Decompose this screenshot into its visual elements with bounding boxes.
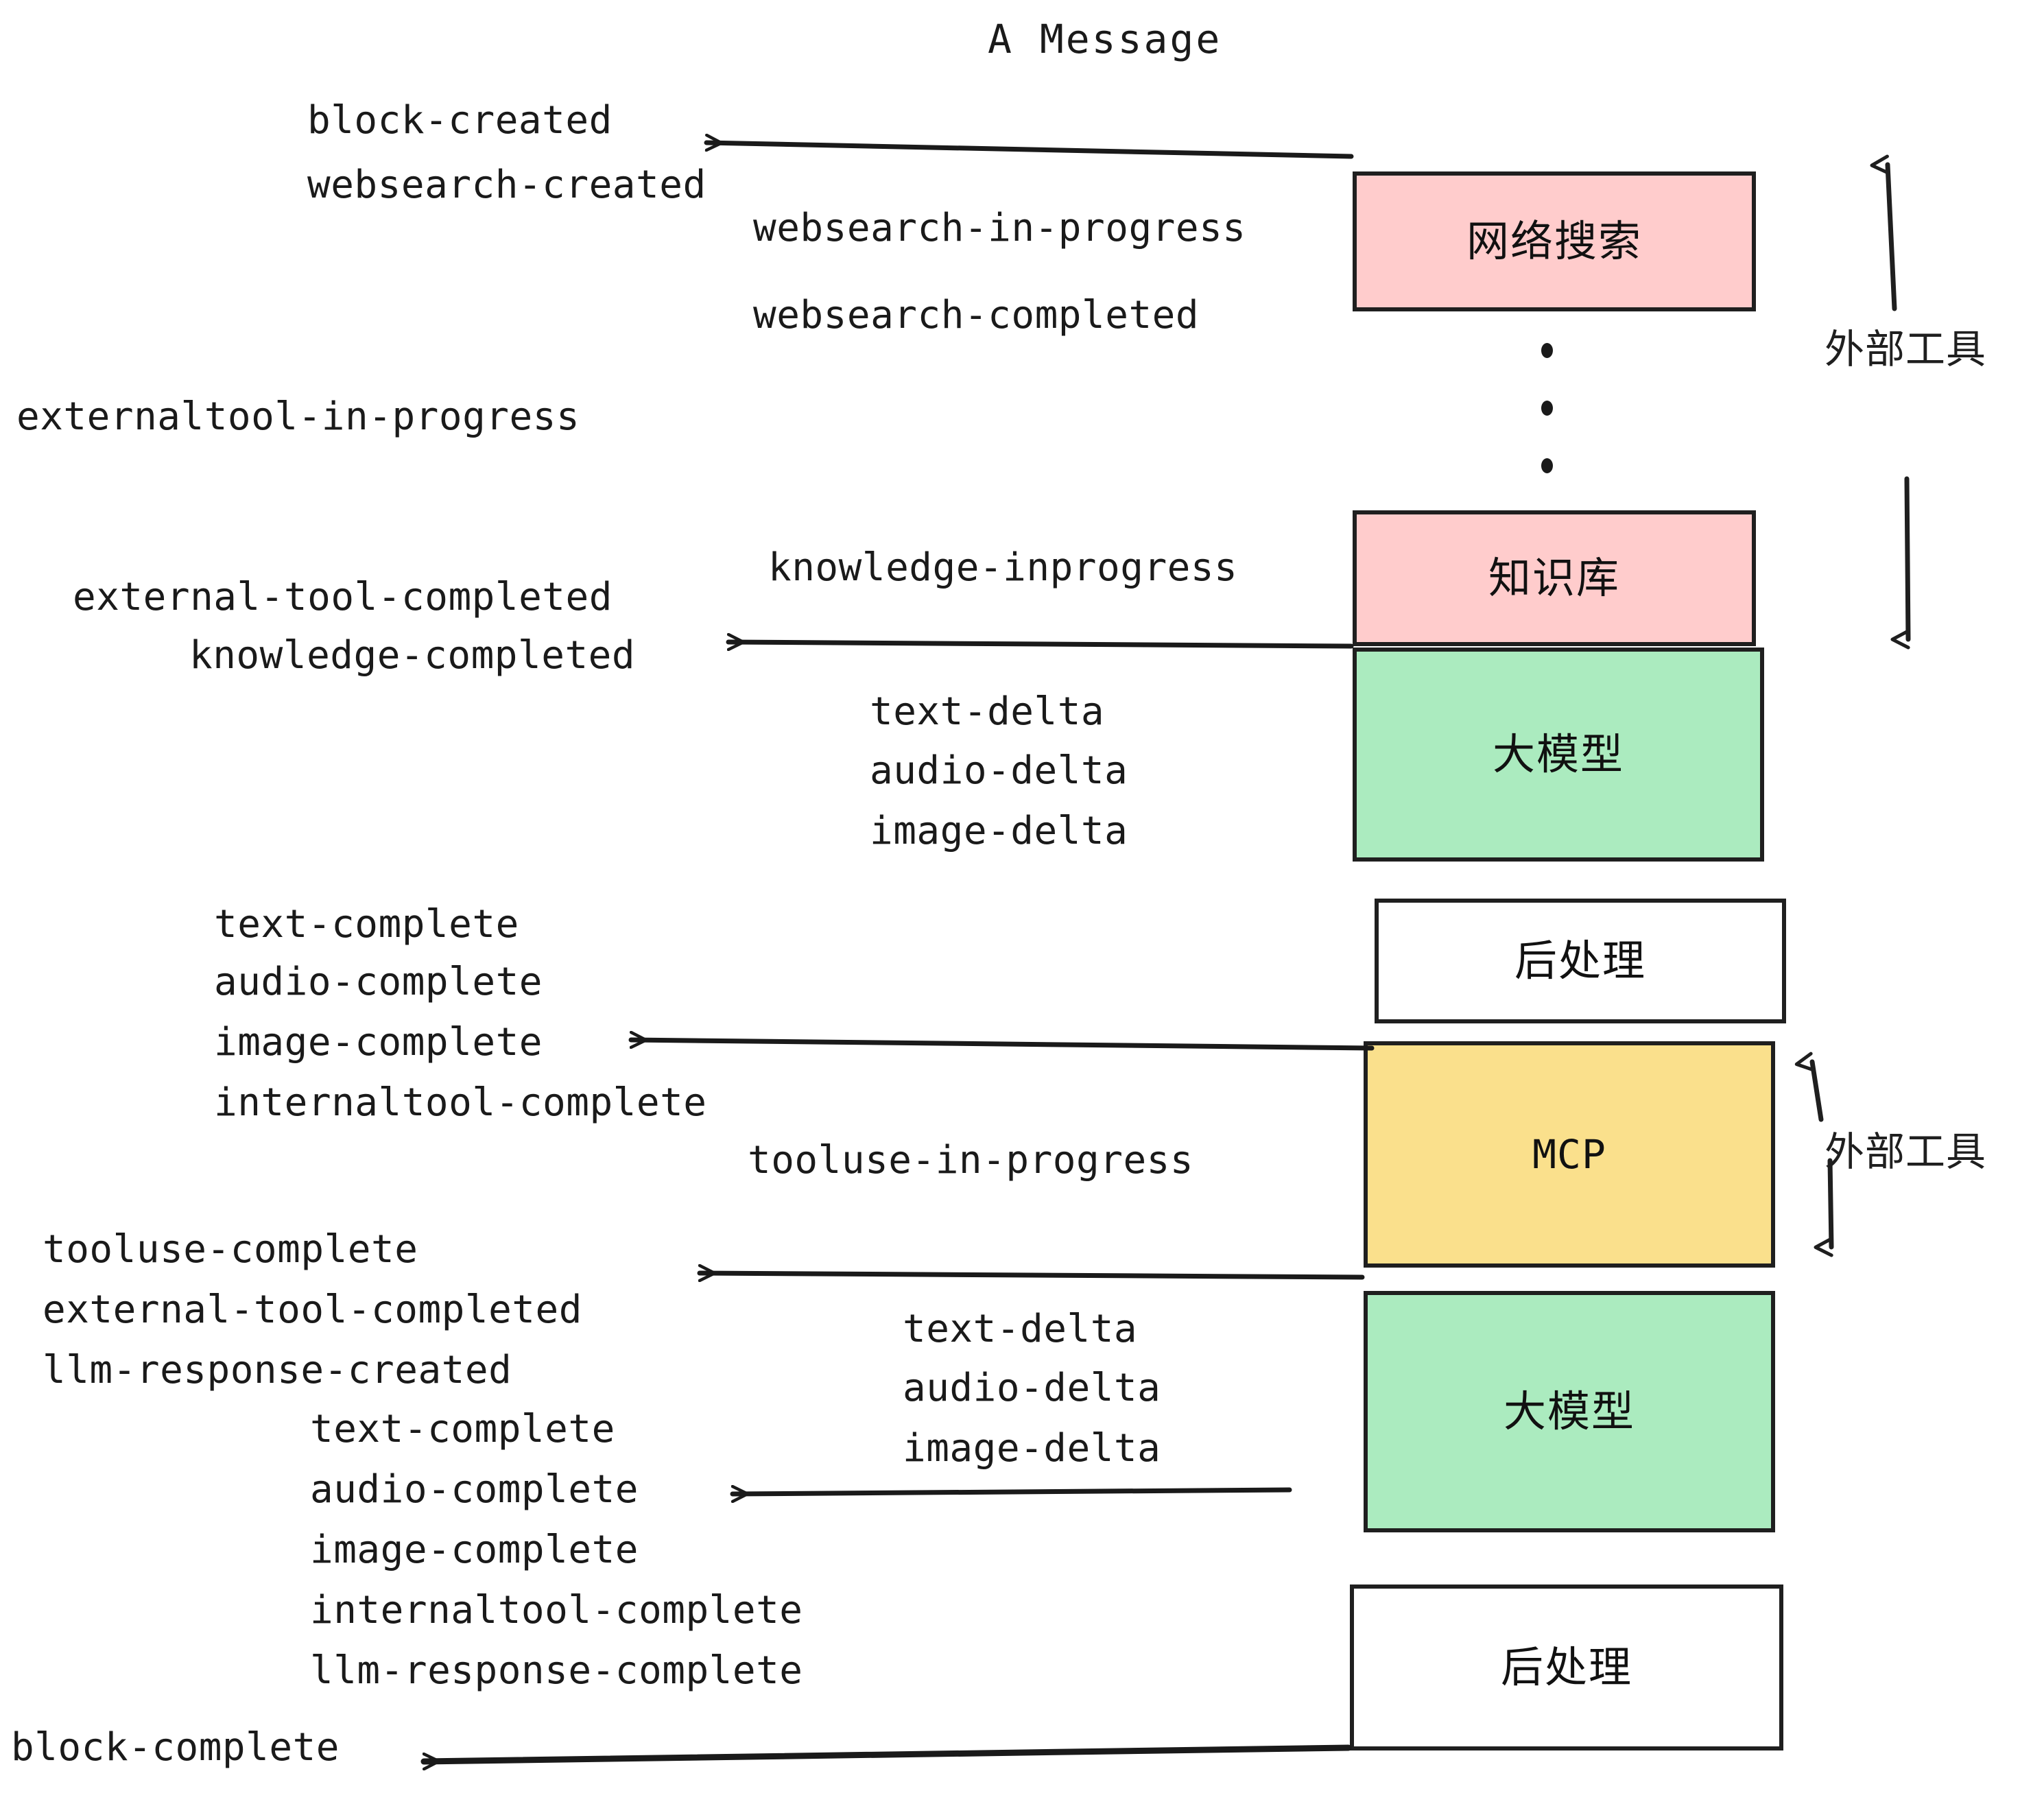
- node-postprocess-2-label: 后处理: [1500, 1642, 1632, 1692]
- arrow-websearch-to-created: [704, 143, 1354, 159]
- ellipsis-dot: [1541, 458, 1553, 473]
- event-llm-response-complete: llm-response-complete: [310, 1648, 803, 1693]
- page-title: A Message: [988, 16, 1222, 62]
- event-text-delta-1: text-delta: [870, 689, 1105, 734]
- event-websearch-completed: websearch-completed: [753, 293, 1200, 337]
- event-block-created: block-created: [307, 98, 613, 143]
- event-websearch-created: websearch-created: [307, 163, 706, 207]
- event-audio-complete-1: audio-complete: [214, 960, 543, 1004]
- event-external-tool-completed-2: external-tool-completed: [43, 1287, 582, 1332]
- node-websearch-label: 网络搜索: [1466, 216, 1642, 266]
- vertical-ellipsis: [1540, 343, 1554, 473]
- event-image-delta-2: image-delta: [903, 1426, 1161, 1471]
- event-llm-response-created: llm-response-created: [43, 1348, 512, 1392]
- event-image-complete-2: image-complete: [310, 1528, 639, 1572]
- ellipsis-dot: [1541, 401, 1553, 416]
- node-llm-1[interactable]: 大模型: [1353, 648, 1764, 862]
- arrow-mcp-to-tooluse-complete: [697, 1273, 1365, 1277]
- node-knowledge-label: 知识库: [1488, 553, 1620, 603]
- event-text-delta-2: text-delta: [903, 1307, 1138, 1351]
- event-text-complete-2: text-complete: [310, 1407, 615, 1451]
- arrow-llm2-to-audio-complete: [730, 1490, 1292, 1494]
- event-internaltool-complete-1: internaltool-complete: [214, 1080, 707, 1125]
- arrow-llm1-to-image-complete: [628, 1040, 1375, 1051]
- node-postprocess-1-label: 后处理: [1514, 936, 1646, 986]
- node-postprocess-2[interactable]: 后处理: [1350, 1585, 1783, 1750]
- event-externaltool-in-progress: externaltool-in-progress: [16, 394, 580, 439]
- bracket-top-down-arrow: [1890, 476, 1911, 650]
- event-knowledge-completed: knowledge-completed: [189, 633, 636, 678]
- event-audio-delta-2: audio-delta: [903, 1366, 1161, 1410]
- event-image-complete-1: image-complete: [214, 1020, 543, 1065]
- event-tooluse-complete: tooluse-complete: [43, 1227, 418, 1272]
- node-postprocess-1[interactable]: 后处理: [1375, 899, 1786, 1023]
- event-external-tool-completed-1: external-tool-completed: [73, 575, 613, 619]
- ellipsis-dot: [1541, 343, 1553, 358]
- bracket-label-external-tools-top: 外部工具: [1825, 326, 1987, 372]
- event-text-complete-1: text-complete: [214, 902, 519, 947]
- event-image-delta-1: image-delta: [870, 809, 1128, 853]
- node-knowledge[interactable]: 知识库: [1353, 510, 1756, 646]
- arrow-knowledge-to-completed: [726, 642, 1354, 646]
- node-mcp-label: MCP: [1532, 1131, 1606, 1178]
- bracket-top-up-arrow: [1870, 154, 1897, 311]
- event-knowledge-inprogress: knowledge-inprogress: [768, 545, 1238, 590]
- node-mcp[interactable]: MCP: [1364, 1041, 1775, 1268]
- event-audio-complete-2: audio-complete: [310, 1467, 639, 1512]
- node-llm-2[interactable]: 大模型: [1364, 1291, 1775, 1532]
- event-tooluse-in-progress: tooluse-in-progress: [748, 1138, 1194, 1183]
- bracket-label-external-tools-bottom: 外部工具: [1825, 1128, 1987, 1175]
- event-block-complete: block-complete: [11, 1725, 340, 1770]
- event-internaltool-complete-2: internaltool-complete: [310, 1588, 803, 1633]
- bracket-bottom-up-arrow: [1794, 1052, 1824, 1122]
- node-llm-2-label: 大模型: [1503, 1386, 1635, 1436]
- node-websearch[interactable]: 网络搜索: [1353, 171, 1756, 311]
- event-websearch-in-progress: websearch-in-progress: [753, 206, 1246, 250]
- arrow-postprocess2-to-block-complete: [420, 1744, 1352, 1761]
- node-llm-1-label: 大模型: [1492, 729, 1624, 779]
- event-audio-delta-1: audio-delta: [870, 748, 1128, 793]
